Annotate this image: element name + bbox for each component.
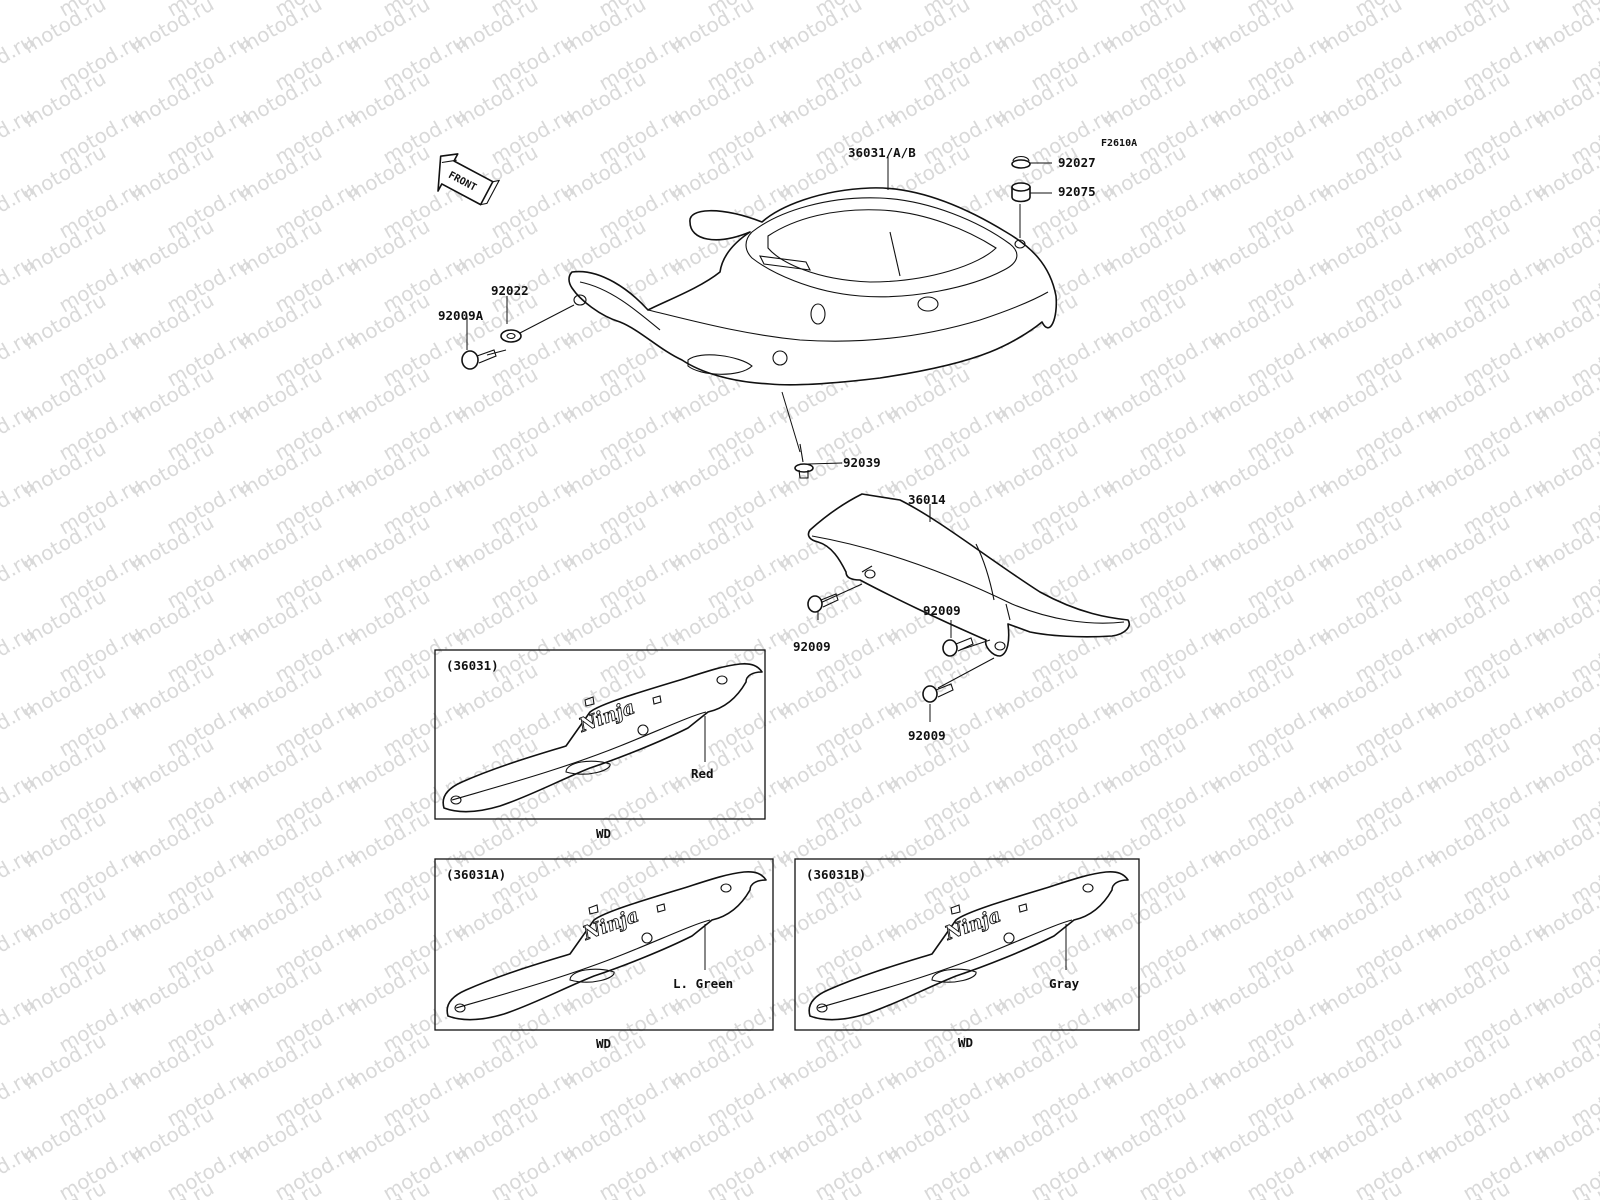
- side-cover-part: [808, 871, 1129, 1021]
- variant-code: (36031A): [446, 867, 506, 882]
- bolt-icon: [461, 349, 497, 370]
- part-label-rivet: 92039: [843, 455, 881, 470]
- part-label-bolt-2: 92009: [793, 639, 831, 654]
- side-cover-part: [442, 663, 763, 813]
- variant-region: WD: [596, 826, 611, 841]
- variant-box-36031a: (36031A) WD Ninja L. Green: [434, 858, 774, 1051]
- rivet-icon: [794, 443, 814, 479]
- watermark-text: motod.ru: [0, 0, 38, 21]
- tail-cover-part: [568, 187, 1058, 386]
- part-label-damper: 92075: [1058, 184, 1096, 199]
- bolt-icon: [922, 683, 954, 703]
- cap-icon: [1011, 155, 1031, 169]
- part-label-bolt-1: 92009: [923, 603, 961, 618]
- bolt-icon: [807, 593, 839, 613]
- bolt-icon: [942, 637, 974, 657]
- part-label-bolt-3: 92009: [908, 728, 946, 743]
- variant-code: (36031): [446, 658, 499, 673]
- variant-color: Gray: [1049, 976, 1080, 991]
- front-arrow-icon: FRONT: [437, 153, 501, 206]
- tail-plug-icon: [573, 294, 587, 306]
- variant-region: WD: [596, 1036, 611, 1051]
- variant-region: WD: [958, 1035, 973, 1050]
- variant-box-36031: (36031) WD Ninja Red: [434, 649, 766, 841]
- part-label-tail-cover: 36031/A/B: [848, 145, 916, 160]
- part-label-chain-guard: 36014: [908, 492, 946, 507]
- damper-icon: [1011, 182, 1031, 203]
- side-cover-part: [446, 871, 767, 1021]
- chain-guard-part: [807, 493, 1130, 657]
- variant-color: L. Green: [673, 976, 733, 991]
- part-label-washer: 92022: [491, 283, 529, 298]
- variant-color: Red: [691, 766, 714, 781]
- variant-code: (36031B): [806, 867, 866, 882]
- figure-code: F2610A: [1101, 138, 1137, 149]
- part-label-bolt-a: 92009A: [438, 308, 484, 323]
- washer-icon: [500, 329, 522, 343]
- part-label-cap: 92027: [1058, 155, 1096, 170]
